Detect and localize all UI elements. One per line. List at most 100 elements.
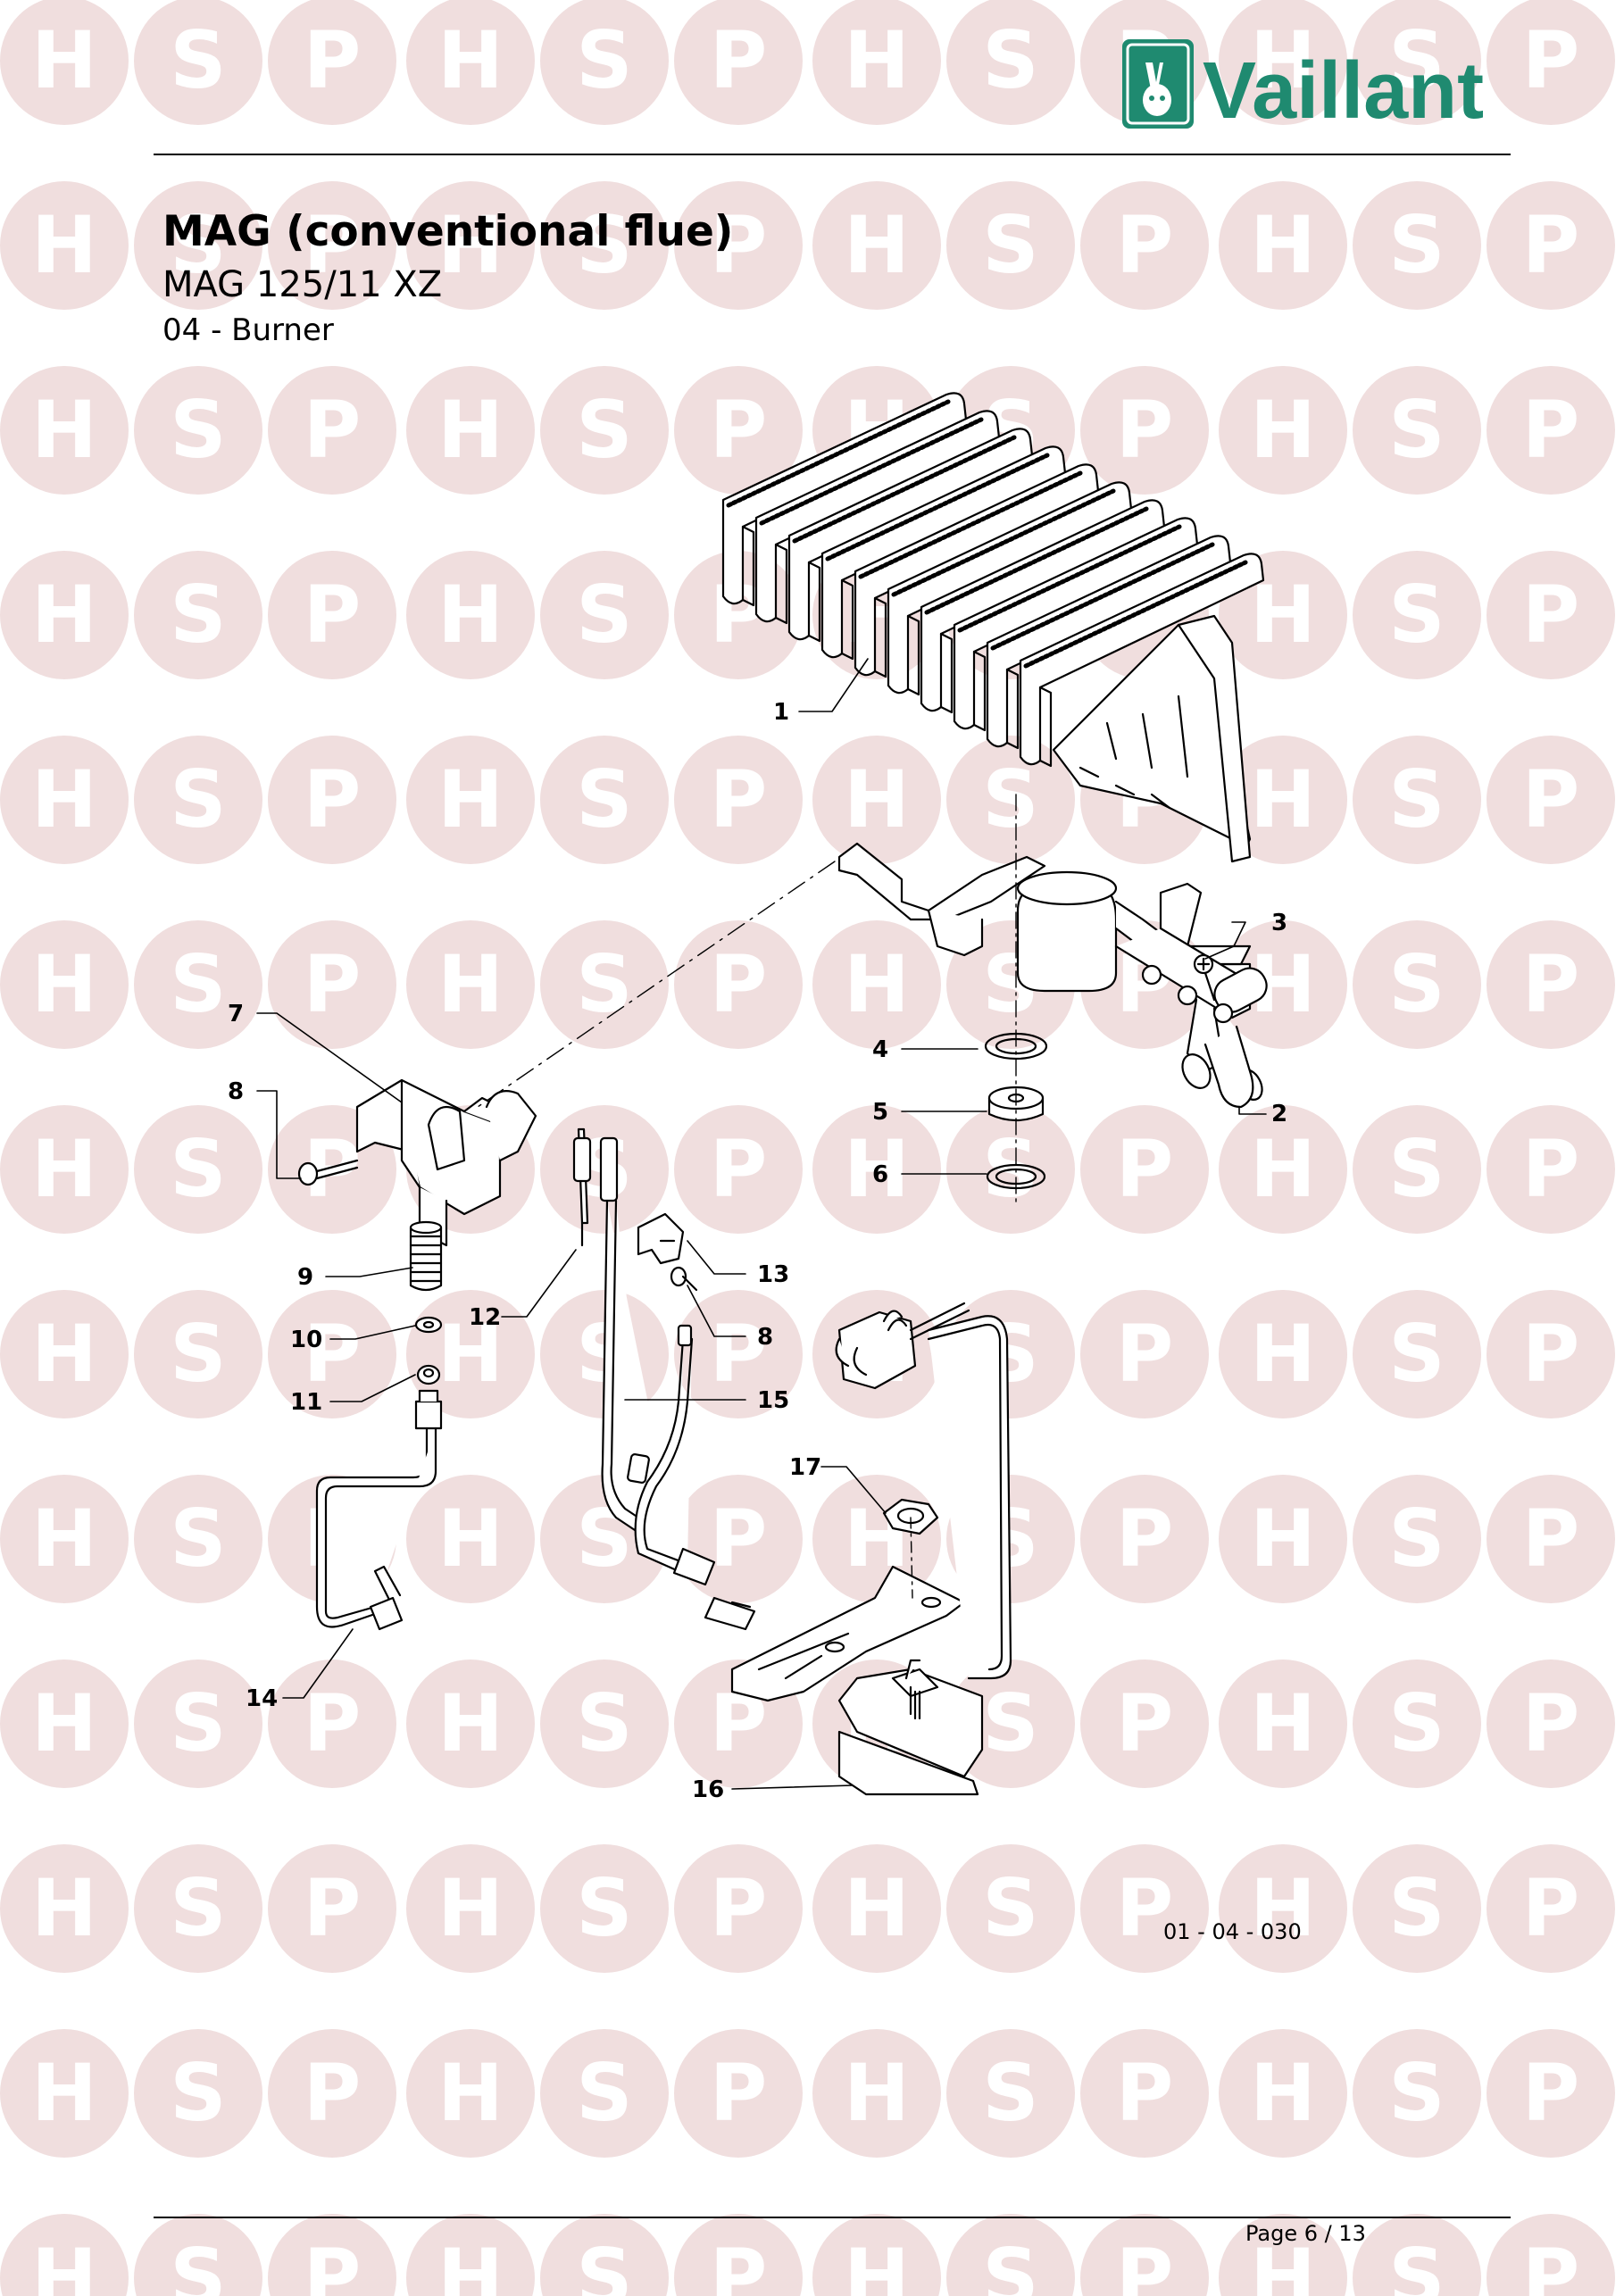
watermark-circle	[134, 366, 262, 495]
watermark-letter: P	[304, 384, 362, 476]
section-name: 04 - Burner	[162, 312, 334, 348]
watermark-circle	[406, 1475, 535, 1603]
injector-part-9	[409, 1220, 443, 1292]
watermark-letter: S	[170, 199, 226, 291]
watermark-letter: H	[437, 569, 504, 661]
watermark-letter: H	[1250, 1493, 1316, 1585]
watermark-letter: P	[304, 938, 362, 1030]
watermark-circle	[674, 1844, 803, 1973]
watermark-letter: H	[437, 1493, 504, 1585]
watermark-letter: S	[576, 2047, 632, 2139]
watermark-letter: P	[710, 1123, 768, 1215]
watermark-letter: S	[982, 1677, 1038, 1769]
watermark-letter: S	[170, 1493, 226, 1585]
watermark-letter: S	[170, 753, 226, 845]
watermark-letter: H	[1250, 1308, 1316, 1400]
watermark-letter: P	[1522, 938, 1580, 1030]
watermark-letter: H	[1250, 14, 1316, 106]
watermark-circle	[674, 920, 803, 1049]
watermark-circle	[268, 2214, 396, 2296]
watermark-letter: H	[1250, 2232, 1316, 2296]
callout-numbers: 1 2 3 4 5 6 7 8 8 9 10 11 12 13 14 15 16…	[228, 699, 1287, 1803]
watermark-letter: H	[437, 384, 504, 476]
watermark-letter: P	[1522, 753, 1580, 845]
watermark-circle	[812, 920, 941, 1049]
watermark-circle	[0, 736, 129, 864]
watermark-circle	[134, 551, 262, 679]
watermark-letter: S	[1388, 1493, 1445, 1585]
burner-manifold-body	[1052, 614, 1252, 863]
watermark-letter: H	[844, 753, 910, 845]
watermark-letter: S	[576, 384, 632, 476]
watermark-circle	[812, 181, 941, 310]
watermark-letter: S	[1388, 1677, 1445, 1769]
watermark-circle	[406, 920, 535, 1049]
watermark-circle	[1080, 366, 1209, 495]
watermark-letter: S	[1388, 1862, 1445, 1954]
watermark-circle	[946, 2029, 1075, 2158]
watermark-circle	[0, 1475, 129, 1603]
watermark-letter: H	[1250, 199, 1316, 291]
watermark-circle	[1353, 2029, 1481, 2158]
callout-16: 16	[692, 1776, 724, 1803]
watermark-letter: P	[710, 1308, 768, 1400]
watermark-letter: H	[1250, 1677, 1316, 1769]
washer-part-10	[414, 1316, 443, 1334]
watermark-circle	[406, 551, 535, 679]
callout-2: 2	[1271, 1101, 1287, 1127]
watermark-circle	[1487, 920, 1615, 1049]
watermark-letter: H	[1250, 2047, 1316, 2139]
watermark-letter: P	[1522, 1493, 1580, 1585]
watermark-circle	[1219, 181, 1347, 310]
watermark-letter: H	[31, 1677, 97, 1769]
screw-part-3	[1193, 953, 1216, 1002]
watermark-letter: S	[1388, 2047, 1445, 2139]
watermark-circle	[946, 0, 1075, 125]
watermark-letter: S	[982, 2047, 1038, 2139]
watermark-circle	[1080, 1105, 1209, 1234]
watermark-letter: H	[437, 2047, 504, 2139]
olive-part-11	[416, 1364, 441, 1385]
watermark-letter: S	[170, 569, 226, 661]
pilot-bracket-part-7	[355, 1078, 537, 1247]
callout-10: 10	[290, 1327, 322, 1353]
watermark-letter: H	[437, 2232, 504, 2296]
watermark-circle	[1353, 1290, 1481, 1418]
watermark-circle	[540, 2214, 669, 2296]
watermark-letter: H	[1250, 1123, 1316, 1215]
watermark-circle	[406, 0, 535, 125]
callout-17: 17	[789, 1454, 821, 1481]
watermark-circle	[1353, 2214, 1481, 2296]
watermark-circle	[268, 366, 396, 495]
watermark-circle	[1353, 551, 1481, 679]
watermark-circle	[946, 736, 1075, 864]
watermark-letter: P	[304, 199, 362, 291]
watermark-letter: H	[844, 199, 910, 291]
valve-base-plate-part-16	[730, 1565, 984, 1796]
burner-blade	[1019, 553, 1265, 768]
watermark-circle	[812, 2214, 941, 2296]
watermark-letter: H	[31, 1493, 97, 1585]
watermark-circle	[268, 181, 396, 310]
watermark-circle	[134, 1290, 262, 1418]
watermark-letter: P	[710, 14, 768, 106]
watermark-letter: P	[710, 1493, 768, 1585]
clip-part-13	[637, 1212, 685, 1265]
watermark-circle	[268, 2029, 396, 2158]
watermark-circle	[1080, 1660, 1209, 1788]
watermark-letter: P	[1116, 1308, 1174, 1400]
watermark-circle	[1219, 1290, 1347, 1418]
watermark-letter: S	[170, 14, 226, 106]
watermark-circle	[0, 2029, 129, 2158]
watermark-letter: S	[982, 2232, 1038, 2296]
watermark-letter: H	[31, 199, 97, 291]
watermark-circle	[1219, 0, 1347, 125]
watermark-letter: S	[576, 14, 632, 106]
watermark-letter: H	[31, 1862, 97, 1954]
watermark-circle	[134, 1660, 262, 1788]
watermark-circle	[0, 1844, 129, 1973]
watermark-circle	[268, 736, 396, 864]
watermark-circle	[1219, 1660, 1347, 1788]
watermark-letter: S	[1388, 199, 1445, 291]
watermark-circle	[1353, 0, 1481, 125]
